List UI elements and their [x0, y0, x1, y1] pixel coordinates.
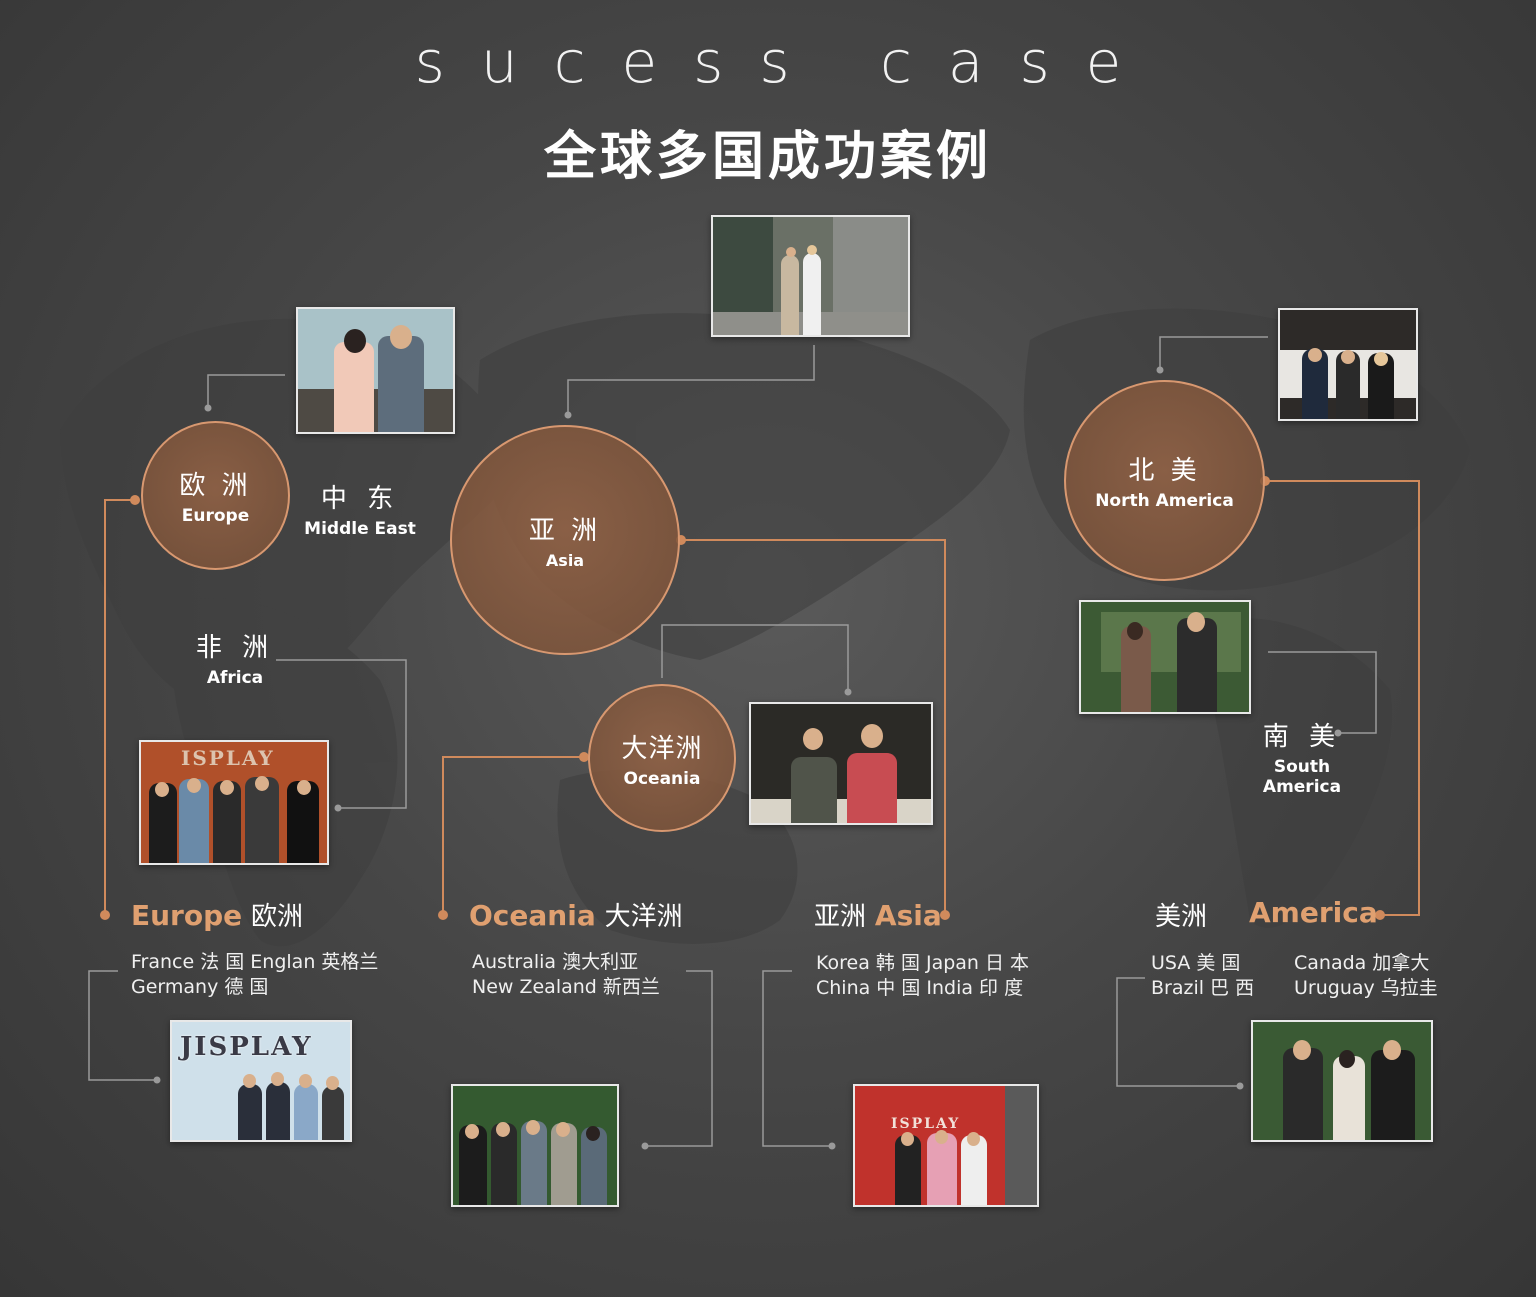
country-line: Brazil 巴 西 [1151, 977, 1255, 999]
page-title-english: sucess case [414, 28, 1158, 96]
section-heading-en: Asia [874, 899, 942, 932]
section-heading-en: Oceania [469, 899, 596, 932]
company-logo-text: ISPLAY [891, 1116, 961, 1132]
country-line: Uruguay 乌拉圭 [1294, 977, 1438, 999]
region-label-en: Europe [181, 506, 250, 526]
company-logo-text: ISPLAY [181, 746, 275, 770]
section-heading-en: Europe [131, 899, 243, 932]
photo-africa-visit: ISPLAY [139, 740, 329, 865]
photo-asia-office-entrance [711, 215, 910, 337]
section-heading-oceania: Oceania 大洋洲 [469, 896, 683, 933]
region-label-cn: 非 洲 [195, 633, 275, 663]
country-line: Korea 韩 国 Japan 日 本 [816, 952, 1030, 974]
section-heading-europe: Europe 欧洲 [131, 896, 303, 933]
region-label-cn: 亚 洲 [528, 516, 602, 546]
region-label-cn: 大洋洲 [621, 733, 703, 764]
photo-south-america-visit [1079, 600, 1251, 714]
region-label-cn: 北 美 [1128, 456, 1201, 486]
region-circle-oceania: 大洋洲 Oceania [588, 684, 736, 832]
photo-north-america-visit [1278, 308, 1418, 421]
region-label-middle-east: 中 东 Middle East [300, 478, 420, 539]
region-circle-europe: 欧 洲 Europe [141, 421, 290, 570]
region-label-en: South America [1262, 757, 1342, 797]
country-line: Germany 德 国 [131, 976, 269, 998]
photo-america-visit [1251, 1020, 1433, 1142]
region-label-en: Africa [206, 668, 264, 688]
region-label-cn: 中 东 [320, 484, 400, 514]
region-label-en: Oceania [623, 768, 701, 789]
region-label-en: Asia [545, 551, 585, 570]
photo-asia-office-reception: ISPLAY [853, 1084, 1039, 1207]
region-circle-asia: 亚 洲 Asia [450, 425, 680, 655]
region-label-africa: 非 洲 Africa [175, 627, 295, 688]
region-label-en: Middle East [304, 519, 416, 539]
section-heading-cn: 亚洲 [814, 902, 867, 932]
company-logo-text: JISPLAY [180, 1032, 313, 1062]
section-heading-america-en: America [1249, 896, 1378, 929]
photo-oceania-dinner [749, 702, 933, 825]
region-label-south-america: 南 美 South America [1232, 716, 1372, 797]
photo-middle-east-visit [296, 307, 455, 434]
section-heading-america-cn: 美洲 [1155, 902, 1208, 932]
section-heading-cn: 欧洲 [251, 902, 304, 932]
region-label-cn: 南 美 [1262, 722, 1342, 752]
page-title-chinese: 全球多国成功案例 [543, 127, 992, 187]
region-label-en: North America [1095, 491, 1234, 511]
country-line: China 中 国 India 印 度 [816, 977, 1024, 999]
section-heading-en: America [1249, 896, 1378, 929]
country-line: Canada 加拿大 [1294, 952, 1430, 974]
region-label-cn: 欧 洲 [179, 471, 252, 501]
country-line: France 法 国 Englan 英格兰 [131, 951, 379, 973]
section-heading-cn: 大洋洲 [604, 902, 683, 932]
photo-europe-office: JISPLAY [170, 1020, 352, 1142]
country-line: USA 美 国 [1151, 952, 1241, 974]
photo-oceania-group [451, 1084, 619, 1207]
section-heading-asia: 亚洲 Asia [814, 896, 942, 933]
country-line: Australia 澳大利亚 [472, 951, 639, 973]
country-line: New Zealand 新西兰 [472, 976, 660, 998]
region-circle-north-america: 北 美 North America [1064, 380, 1265, 581]
